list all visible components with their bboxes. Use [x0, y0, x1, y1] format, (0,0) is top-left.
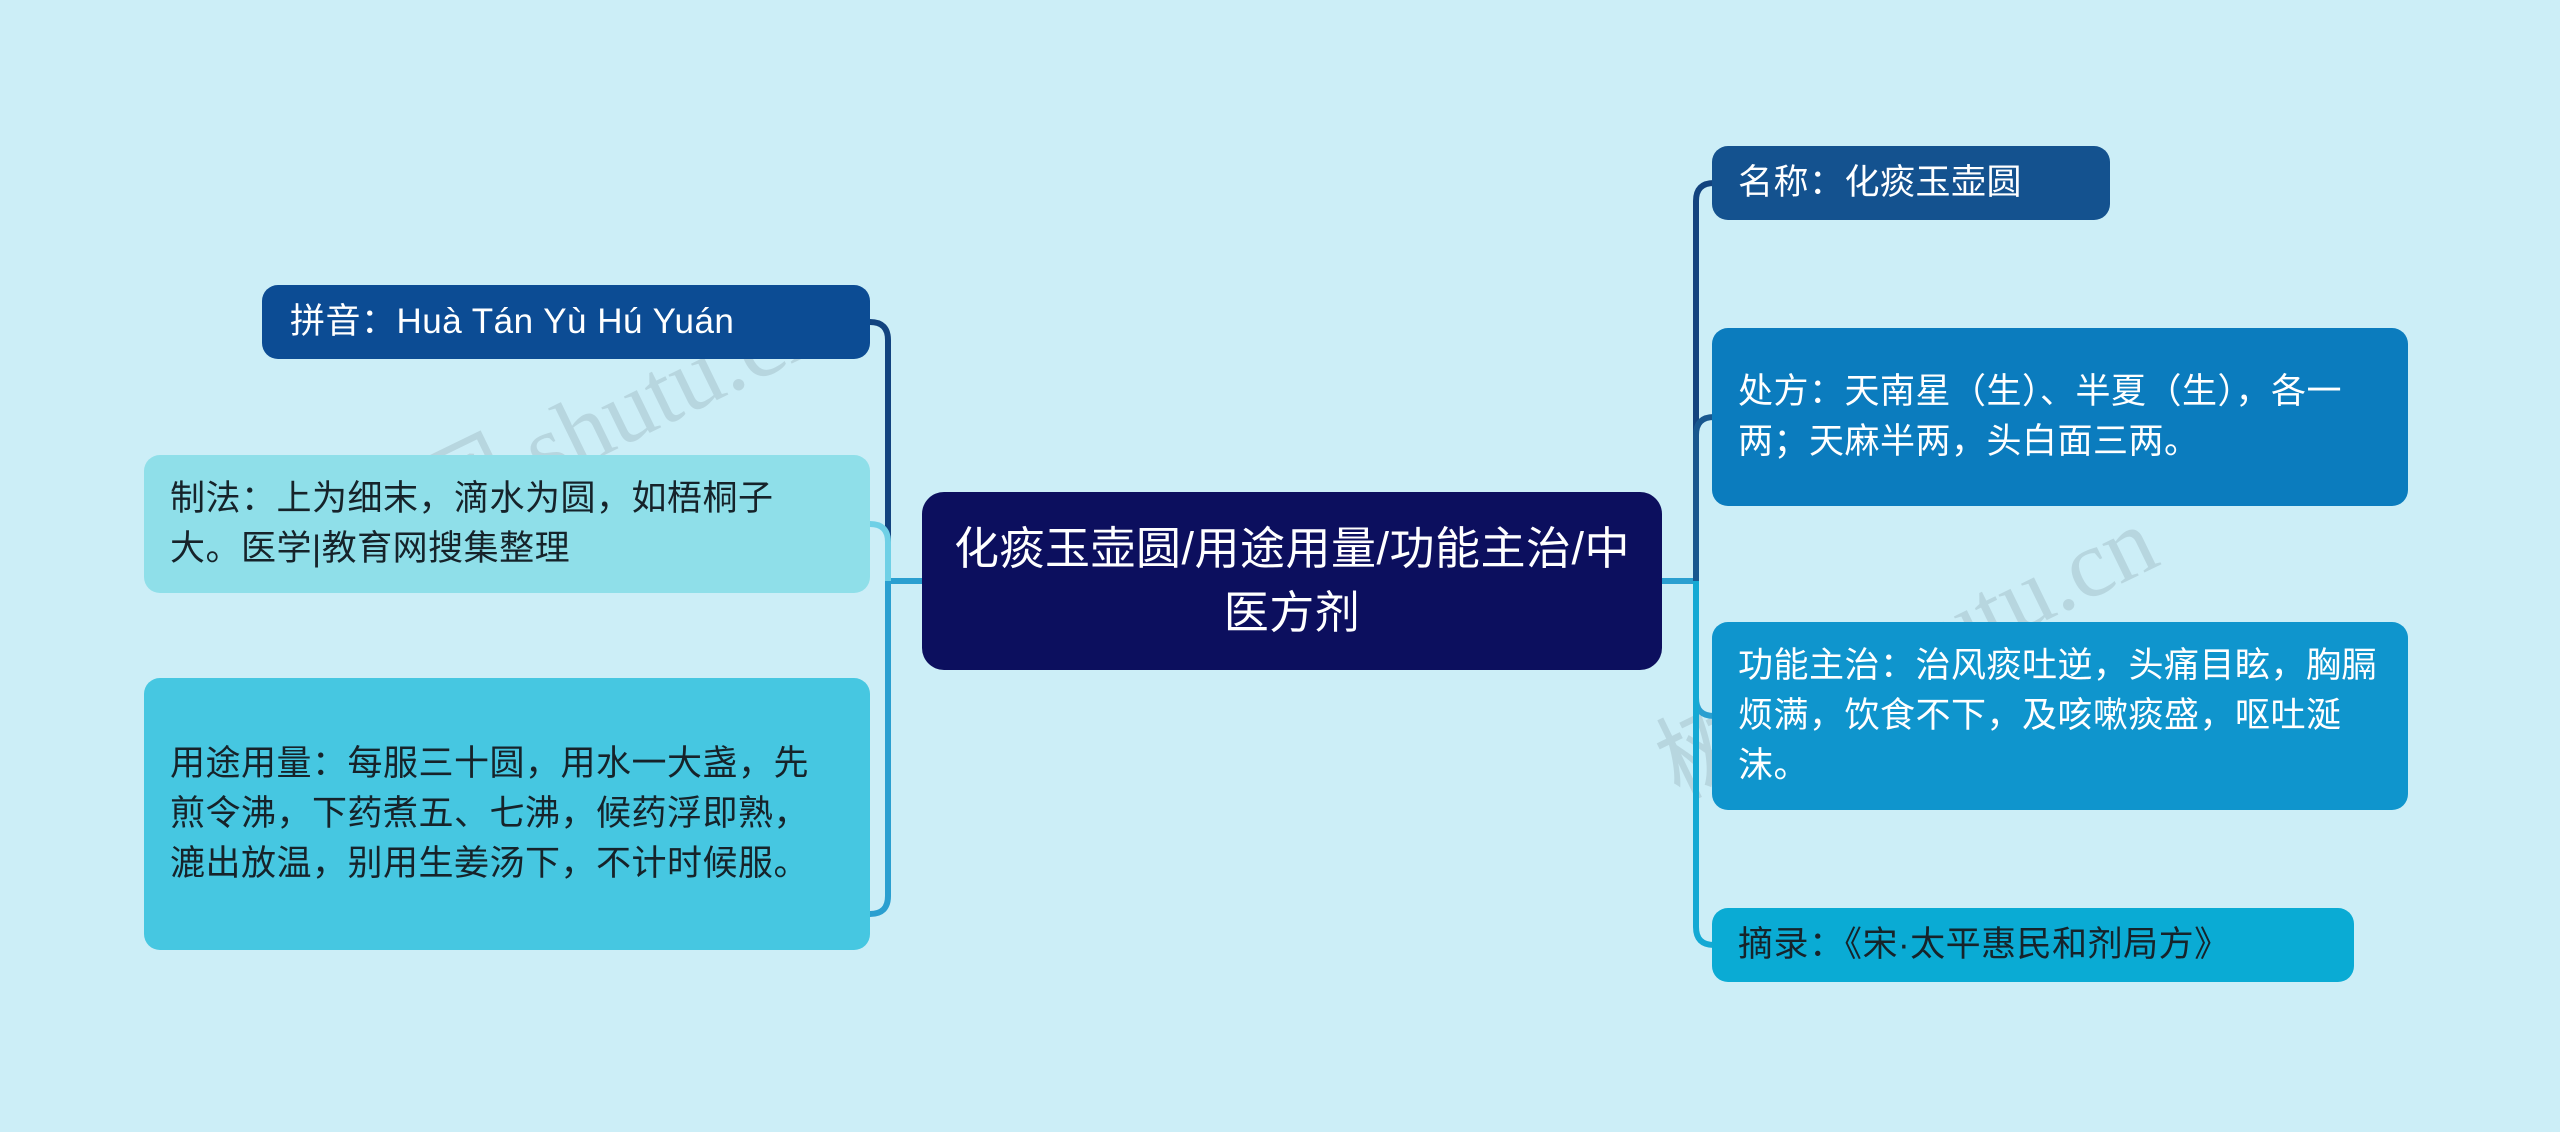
- node-gongneng[interactable]: 功能主治：治风痰吐逆，头痛目眩，胸膈烦满，饮食不下，及咳嗽痰盛，呕吐涎沫。: [1712, 622, 2408, 810]
- node-zhifa-label: 制法：上为细末，滴水为圆，如梧桐子大。医学|教育网搜集整理: [170, 479, 774, 568]
- root-node-label: 化痰玉壶圆/用途用量/功能主治/中医方剂: [953, 523, 1630, 638]
- node-zhifa[interactable]: 制法：上为细末，滴水为圆，如梧桐子大。医学|教育网搜集整理: [144, 455, 870, 593]
- node-chufang-label: 处方：天南星（生）、半夏（生），各一两；天麻半两，头白面三两。: [1738, 372, 2343, 461]
- node-pinyin[interactable]: 拼音：Huà Tán Yù Hú Yuán: [262, 285, 870, 359]
- node-chufang[interactable]: 处方：天南星（生）、半夏（生），各一两；天麻半两，头白面三两。: [1712, 328, 2408, 506]
- node-yongtu-label: 用途用量：每服三十圆，用水一大盏，先煎令沸，下药煮五、七沸，候药浮即熟，漉出放温…: [170, 744, 810, 883]
- node-zhailu-label: 摘录：《宋·太平惠民和剂局方》: [1738, 925, 2230, 965]
- node-yongtu[interactable]: 用途用量：每服三十圆，用水一大盏，先煎令沸，下药煮五、七沸，候药浮即熟，漉出放温…: [144, 678, 870, 950]
- node-zhailu[interactable]: 摘录：《宋·太平惠民和剂局方》: [1712, 908, 2354, 982]
- root-node[interactable]: 化痰玉壶圆/用途用量/功能主治/中医方剂: [922, 492, 1662, 670]
- node-mingcheng[interactable]: 名称：化痰玉壶圆: [1712, 146, 2110, 220]
- node-mingcheng-label: 名称：化痰玉壶圆: [1738, 163, 2023, 203]
- node-pinyin-label: 拼音：Huà Tán Yù Hú Yuán: [290, 302, 735, 342]
- node-gongneng-label: 功能主治：治风痰吐逆，头痛目眩，胸膈烦满，饮食不下，及咳嗽痰盛，呕吐涎沫。: [1738, 646, 2378, 785]
